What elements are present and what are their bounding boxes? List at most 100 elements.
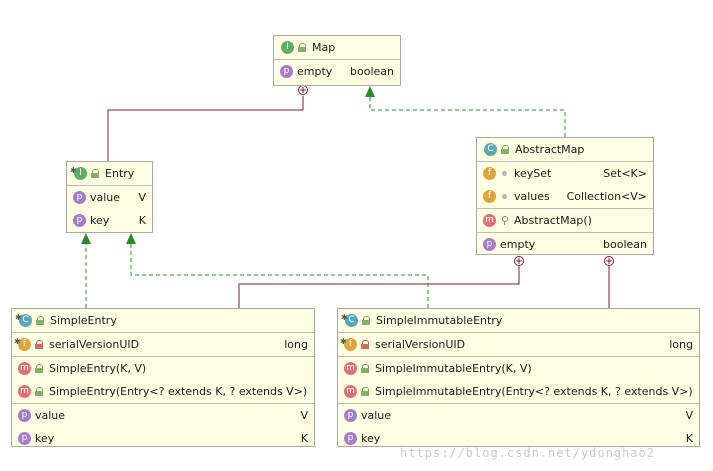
member-type: Set<K> xyxy=(603,167,647,180)
member-type: boolean xyxy=(350,65,394,78)
simpleentry-class-node[interactable]: C✱ SimpleEntry f✱ serialVersionUID long … xyxy=(11,308,315,447)
member-row: f✱ serialVersionUID long xyxy=(12,333,314,356)
property-icon: p xyxy=(73,191,86,204)
member-name: key xyxy=(90,214,110,227)
package-private-icon xyxy=(500,192,509,201)
member-name: value xyxy=(90,191,121,204)
nested-marker-map xyxy=(298,85,308,95)
package-private-icon xyxy=(500,169,509,178)
member-name: keySet xyxy=(514,167,552,180)
node-title: SimpleImmutableEntry xyxy=(376,314,503,327)
field-icon: f✱ xyxy=(340,337,357,351)
member-name: serialVersionUID xyxy=(49,338,140,351)
public-icon xyxy=(361,387,370,396)
member-row: p value V xyxy=(67,186,152,209)
field-icon: f xyxy=(483,167,496,180)
entry-interface-node[interactable]: I✱ Entry p value V p key K xyxy=(66,161,153,233)
property-icon: p xyxy=(483,238,496,251)
property-icon: p xyxy=(344,409,357,422)
abstract-class-icon: C xyxy=(484,143,497,156)
member-row: f keySet Set<K> xyxy=(477,162,653,185)
member-name: SimpleImmutableEntry(K, V) xyxy=(375,362,532,375)
member-row: p key K xyxy=(67,209,152,232)
node-header: I Map xyxy=(274,36,400,60)
member-name: value xyxy=(35,409,66,422)
member-row: p empty boolean xyxy=(274,60,400,83)
node-header: I✱ Entry xyxy=(67,162,152,186)
protected-icon xyxy=(500,216,509,225)
member-name: key xyxy=(35,432,55,445)
field-icon: f✱ xyxy=(14,337,31,351)
member-row: m SimpleEntry(K, V) xyxy=(12,356,314,380)
node-header: C✱ SimpleEntry xyxy=(12,309,314,333)
member-name: empty xyxy=(297,65,333,78)
member-type: K xyxy=(685,432,693,445)
arrowhead-entry-1 xyxy=(81,233,91,244)
member-type: K xyxy=(138,214,146,227)
member-row: p value V xyxy=(12,403,314,427)
member-row: f values Collection<V> xyxy=(477,185,653,208)
member-type: V xyxy=(685,409,693,422)
public-icon xyxy=(501,145,510,154)
member-name: SimpleEntry(K, V) xyxy=(49,362,147,375)
node-header: C✱ SimpleImmutableEntry xyxy=(338,309,699,333)
public-icon xyxy=(36,316,45,325)
method-icon: m xyxy=(18,385,31,398)
method-icon: m xyxy=(344,385,357,398)
member-type: Collection<V> xyxy=(566,190,647,203)
public-icon xyxy=(361,364,370,373)
method-icon: m xyxy=(344,362,357,375)
public-icon xyxy=(298,43,307,52)
arrowhead-entry-2 xyxy=(126,233,136,244)
public-icon xyxy=(91,169,100,178)
member-type: long xyxy=(669,338,693,351)
interface-icon: I xyxy=(281,41,294,54)
property-icon: p xyxy=(344,432,357,445)
node-title: AbstractMap xyxy=(515,143,585,156)
member-name: key xyxy=(361,432,381,445)
member-type: V xyxy=(300,409,308,422)
member-name: AbstractMap() xyxy=(514,214,592,227)
member-name: value xyxy=(361,409,392,422)
arrowhead-map xyxy=(365,86,375,97)
private-icon xyxy=(35,340,44,349)
member-row: f✱ serialVersionUID long xyxy=(338,333,699,356)
member-type: boolean xyxy=(603,238,647,251)
nested-marker-abstractmap-1 xyxy=(514,256,524,266)
field-icon: f xyxy=(483,190,496,203)
node-title: Entry xyxy=(105,167,135,180)
method-icon: m xyxy=(483,214,496,227)
member-name: empty xyxy=(500,238,536,251)
member-row: p value V xyxy=(338,403,699,427)
private-icon xyxy=(361,340,370,349)
node-title: Map xyxy=(312,41,336,54)
watermark: https://blog.csdn.net/ydonghao2 xyxy=(400,446,655,460)
member-name: serialVersionUID xyxy=(375,338,466,351)
member-row: p key K xyxy=(338,427,699,450)
public-icon xyxy=(362,316,371,325)
member-name: SimpleImmutableEntry(Entry<? extends K, … xyxy=(375,385,693,398)
map-interface-node[interactable]: I Map p empty boolean xyxy=(273,35,401,86)
member-row: m AbstractMap() xyxy=(477,208,653,232)
simpleimmutableentry-class-node[interactable]: C✱ SimpleImmutableEntry f✱ serialVersion… xyxy=(337,308,700,447)
member-row: m SimpleEntry(Entry<? extends K, ? exten… xyxy=(12,380,314,403)
member-row: p key K xyxy=(12,427,314,450)
member-name: values xyxy=(514,190,550,203)
entry-nested-in-map-link xyxy=(107,96,304,161)
public-icon xyxy=(35,387,44,396)
abstractmap-implements-map-link xyxy=(369,96,566,137)
property-icon: p xyxy=(18,409,31,422)
simpleentry-nested-in-abstractmap-link xyxy=(238,266,520,308)
member-type: long xyxy=(284,338,308,351)
abstractmap-class-node[interactable]: C AbstractMap f keySet Set<K> f values C… xyxy=(476,137,654,255)
node-title: SimpleEntry xyxy=(50,314,117,327)
property-icon: p xyxy=(280,65,293,78)
property-icon: p xyxy=(73,214,86,227)
class-icon: C✱ xyxy=(341,313,358,327)
member-row: p empty boolean xyxy=(477,232,653,256)
member-row: m SimpleImmutableEntry(Entry<? extends K… xyxy=(338,380,699,403)
member-type: V xyxy=(138,191,146,204)
member-row: m SimpleImmutableEntry(K, V) xyxy=(338,356,699,380)
